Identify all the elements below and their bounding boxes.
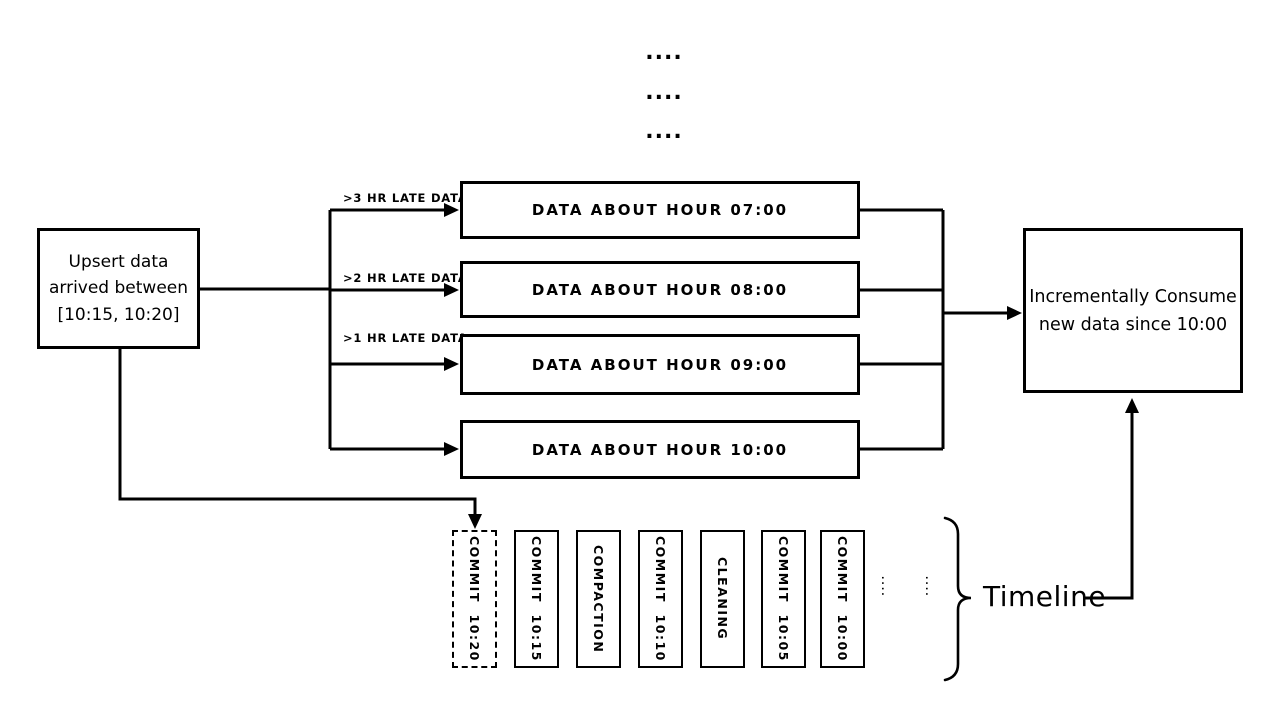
arrowhead-consume	[1007, 306, 1022, 320]
timeline-item-commit-1020: COMMIT 10:20	[452, 530, 497, 668]
hour-box-0800: DATA ABOUT HOUR 08:00	[460, 261, 860, 318]
top-ellipsis-row-2: ....	[645, 80, 683, 105]
top-ellipsis-row-3: ....	[645, 119, 683, 144]
late-label-2hr: >2 HR LATE DATA	[343, 271, 468, 285]
arrowhead-hour-10	[444, 442, 459, 456]
timeline-item-commit-1010: COMMIT 10:10	[638, 530, 683, 668]
connector-timeline-to-consume	[1085, 413, 1134, 600]
late-label-1hr: >1 HR LATE DATA	[343, 331, 468, 345]
incremental-consume-box: Incrementally Consume new data since 10:…	[1023, 228, 1243, 393]
connector-upsert-to-commit	[118, 349, 477, 514]
arrowhead-hour-07	[444, 203, 459, 217]
arrowhead-hour-09	[444, 357, 459, 371]
top-ellipsis-row-1: ....	[645, 40, 683, 65]
upsert-data-box: Upsert data arrived between [10:15, 10:2…	[37, 228, 200, 349]
timeline-ellipsis-left: ....	[879, 576, 889, 598]
timeline-item-commit-1015: COMMIT 10:15	[514, 530, 559, 668]
timeline-label: Timeline	[983, 580, 1107, 613]
arrowhead-commit-1020	[468, 514, 482, 529]
arrowhead-consume-bottom	[1125, 398, 1139, 413]
timeline-item-compaction: COMPACTION	[576, 530, 621, 668]
hour-box-0900: DATA ABOUT HOUR 09:00	[460, 334, 860, 395]
timeline-item-commit-1005: COMMIT 10:05	[761, 530, 806, 668]
timeline-ellipsis-right: ....	[923, 576, 933, 598]
late-label-3hr: >3 HR LATE DATA	[343, 191, 468, 205]
timeline-item-cleaning: CLEANING	[700, 530, 745, 668]
arrowhead-hour-08	[444, 283, 459, 297]
hour-box-0700: DATA ABOUT HOUR 07:00	[460, 181, 860, 239]
timeline-item-commit-1000: COMMIT 10:00	[820, 530, 865, 668]
timeline-brace	[943, 516, 972, 682]
hour-box-1000: DATA ABOUT HOUR 10:00	[460, 420, 860, 479]
